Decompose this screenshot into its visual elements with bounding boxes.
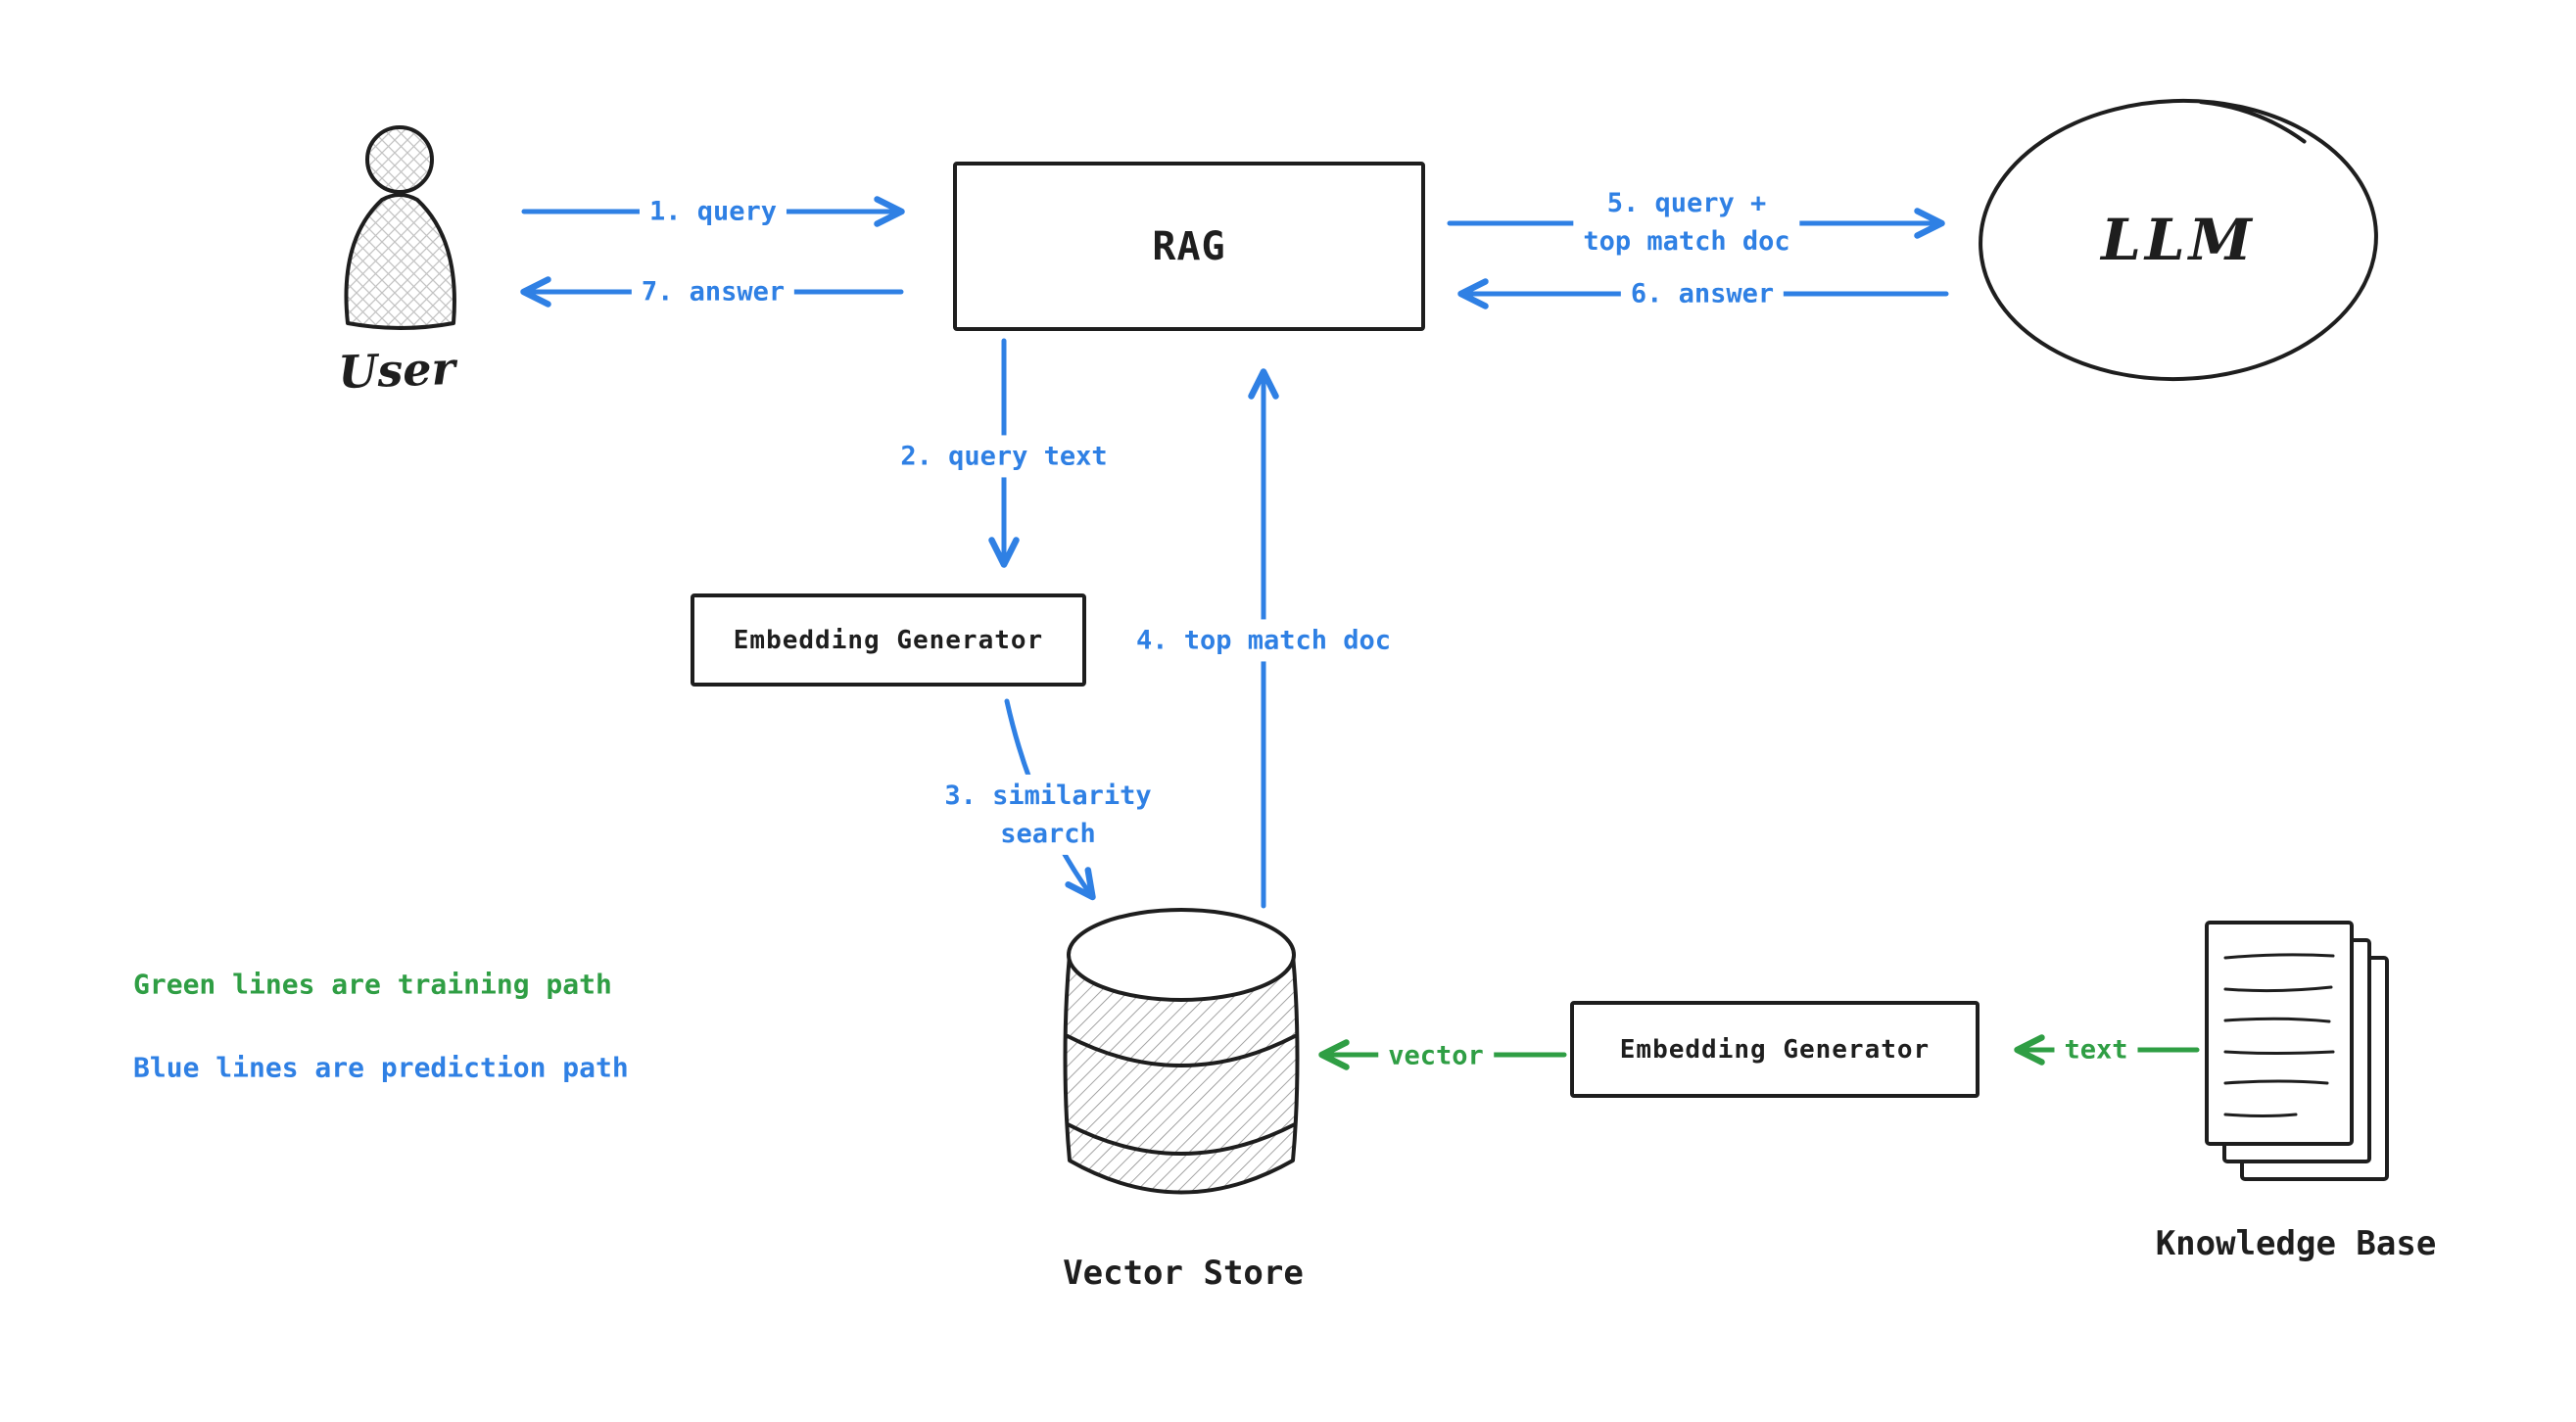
llm-label: LLM	[2101, 207, 2256, 273]
edge-label-3-line1: 3. similarity	[944, 780, 1152, 811]
knowledge-base-label: Knowledge Base	[2155, 1224, 2437, 1263]
edge-label-3-similarity-search: 3. similarity search	[934, 774, 1162, 856]
cylinder-divider-1	[1066, 1034, 1297, 1067]
embedding-generator-query-label: Embedding Generator	[733, 625, 1044, 655]
edge-label-1-query: 1. query	[639, 190, 787, 233]
llm-ellipse	[1979, 98, 2378, 382]
llm-sketch-stroke	[2199, 100, 2307, 144]
doc-text-lines	[2223, 953, 2335, 1117]
legend-prediction-path: Blue lines are prediction path	[133, 1051, 629, 1084]
legend-training-path: Green lines are training path	[133, 968, 612, 1001]
edge-label-5-line2: top match doc	[1583, 226, 1790, 257]
rag-node: RAG	[953, 162, 1425, 331]
edge-label-4-top-match-doc: 4. top match doc	[1125, 619, 1402, 662]
llm-outline	[1979, 98, 2378, 382]
edge-label-6-answer: 6. answer	[1620, 272, 1785, 315]
cylinder-divider-2	[1066, 1122, 1297, 1156]
user-icon	[344, 125, 456, 330]
embedding-generator-query-node: Embedding Generator	[691, 593, 1086, 687]
edge-label-5-query-top-match: 5. query + top match doc	[1573, 181, 1800, 263]
cylinder-top	[1067, 908, 1296, 1002]
edge-label-vector: vector	[1378, 1034, 1494, 1077]
edge-label-5-line1: 5. query +	[1606, 187, 1767, 218]
embedding-generator-training-node: Embedding Generator	[1570, 1001, 1980, 1098]
edge-label-3-line2: search	[1000, 819, 1096, 849]
edge-label-text: text	[2054, 1028, 2138, 1071]
user-head	[365, 125, 434, 194]
vector-store-icon	[1063, 908, 1300, 1195]
embedding-generator-training-label: Embedding Generator	[1619, 1034, 1931, 1065]
edge-label-7-answer: 7. answer	[631, 270, 795, 313]
edge-label-2-query-text: 2. query text	[890, 435, 1118, 478]
rag-label: RAG	[1152, 223, 1226, 269]
knowledge-base-icon	[2205, 921, 2389, 1181]
cylinder-body	[1063, 953, 1300, 1195]
user-label: User	[337, 341, 456, 400]
user-body	[344, 193, 456, 330]
vector-store-label: Vector Store	[1063, 1254, 1304, 1293]
doc-front	[2205, 921, 2354, 1146]
